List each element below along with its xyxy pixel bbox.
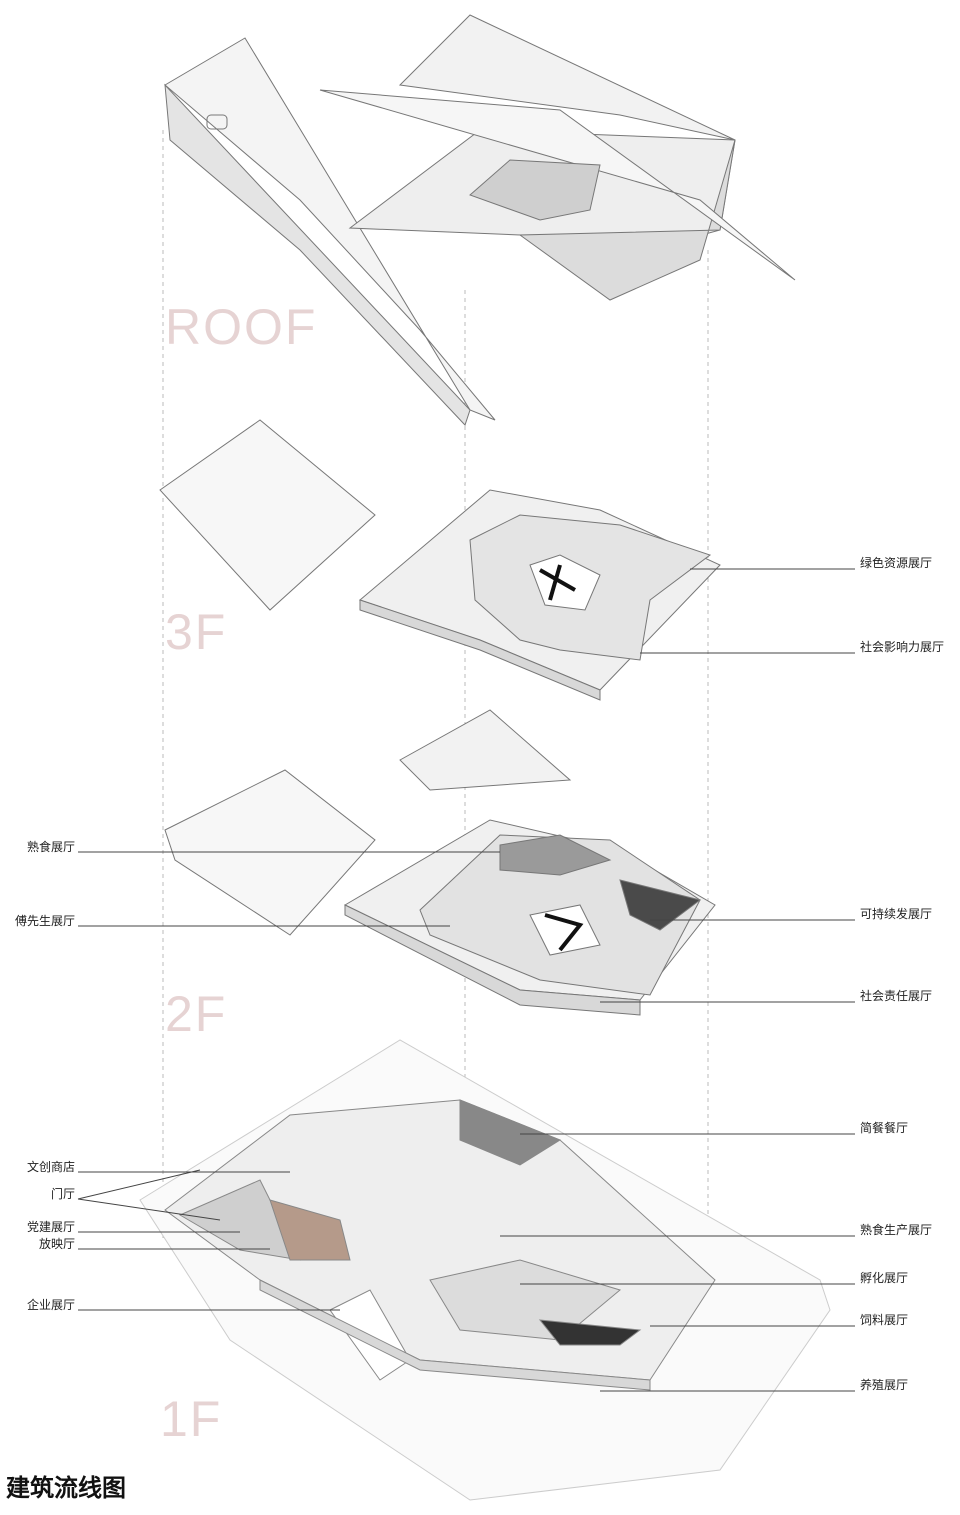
label-green-resources-hall: 绿色资源展厅	[860, 556, 933, 570]
floor-label-2f: 2F	[165, 986, 228, 1042]
floor-label-1f: 1F	[160, 1391, 223, 1447]
label-lobby: 门厅	[50, 1187, 75, 1201]
floor-2f-plate	[164, 709, 716, 1016]
floor-1f-plate	[139, 1039, 831, 1501]
label-sustainability-hall: 可持续发展厅	[860, 907, 933, 921]
label-feed-hall: 饲料展厅	[860, 1313, 909, 1327]
label-creative-shop: 文创商店	[26, 1160, 75, 1174]
roof-plate	[164, 14, 796, 426]
label-social-responsibility-hall: 社会责任展厅	[860, 989, 933, 1003]
label-social-influence-hall: 社会影响力展厅	[860, 640, 945, 654]
floor-label-roof: ROOF	[165, 299, 318, 355]
floor-label-3f: 3F	[165, 604, 228, 660]
leader-lines	[77, 568, 855, 1392]
label-deli-hall: 熟食展厅	[26, 840, 75, 854]
label-mr-fu-hall: 傅先生展厅	[14, 914, 75, 928]
label-light-meal-restaurant: 简餐餐厅	[860, 1121, 909, 1135]
label-breeding-hall: 养殖展厅	[860, 1378, 909, 1392]
floor-3f-plate	[159, 419, 721, 701]
label-enterprise-hall: 企业展厅	[26, 1298, 75, 1312]
label-screening-hall: 放映厅	[38, 1237, 75, 1251]
label-deli-production-hall: 熟食生产展厅	[860, 1223, 933, 1237]
label-party-building-hall: 党建展厅	[26, 1220, 75, 1234]
label-incubation-hall: 孵化展厅	[860, 1271, 909, 1285]
diagram-title: 建筑流线图	[6, 1474, 126, 1502]
